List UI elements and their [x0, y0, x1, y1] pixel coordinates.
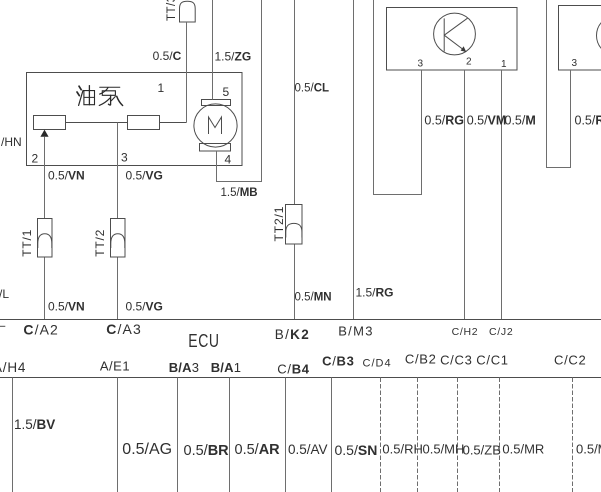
svg-text:3: 3	[121, 151, 128, 165]
svg-text:0.5/M: 0.5/M	[505, 114, 536, 128]
svg-text:0.5/VG: 0.5/VG	[126, 299, 163, 313]
svg-text:0.5/AV: 0.5/AV	[288, 442, 328, 457]
svg-text:1.5/MB: 1.5/MB	[221, 187, 258, 199]
svg-text:/L: /L	[0, 287, 9, 301]
svg-text:0.5/MR: 0.5/MR	[502, 442, 544, 457]
svg-text:5: 5	[223, 85, 230, 99]
svg-text:0.5/C: 0.5/C	[153, 49, 182, 63]
svg-text:TT/3: TT/3	[166, 0, 178, 21]
svg-text:C/B4: C/B4	[277, 362, 309, 377]
svg-text:0.5/AG: 0.5/AG	[122, 441, 172, 458]
svg-text:C/C1: C/C1	[476, 353, 508, 368]
svg-text:TT/1: TT/1	[20, 229, 34, 257]
svg-text:0.5/VM: 0.5/VM	[467, 114, 507, 128]
svg-text:0.5/ZB: 0.5/ZB	[463, 443, 501, 458]
svg-text:B/K2: B/K2	[275, 327, 310, 342]
svg-text:C/A2: C/A2	[23, 321, 59, 337]
svg-text:C/J2: C/J2	[489, 326, 513, 338]
svg-text:1.5/ZG: 1.5/ZG	[215, 50, 252, 64]
svg-text:C/B2: C/B2	[405, 352, 437, 367]
svg-text:0.5/CL: 0.5/CL	[295, 83, 330, 95]
svg-text:0.5/MH: 0.5/MH	[423, 442, 465, 457]
svg-text:A/H4: A/H4	[0, 360, 26, 375]
svg-text:0.5/VG: 0.5/VG	[126, 169, 163, 183]
svg-text:0.5/M: 0.5/M	[576, 442, 601, 457]
svg-text:C/A3: C/A3	[106, 321, 142, 337]
svg-text:2: 2	[32, 152, 39, 166]
svg-text:0.5/MN: 0.5/MN	[295, 291, 332, 303]
svg-text:B/A1: B/A1	[211, 360, 241, 375]
svg-text:C/D4: C/D4	[363, 358, 392, 370]
svg-text:ECU: ECU	[188, 331, 219, 351]
svg-text:0.5/VN: 0.5/VN	[48, 169, 85, 183]
svg-text:0.5/BR: 0.5/BR	[184, 443, 230, 459]
svg-text:/HN: /HN	[1, 135, 22, 149]
svg-text:0.5/VN: 0.5/VN	[48, 299, 85, 313]
svg-text:TT/2: TT/2	[93, 229, 107, 257]
svg-text:B/M3: B/M3	[338, 323, 374, 338]
svg-text:1.5/RG: 1.5/RG	[356, 286, 394, 300]
svg-text:C/H2: C/H2	[452, 326, 479, 338]
svg-text:B/A3: B/A3	[169, 360, 199, 375]
svg-text:A/E1: A/E1	[100, 359, 130, 374]
svg-text:1.5/BV: 1.5/BV	[14, 417, 55, 432]
svg-text:0.5/RG: 0.5/RG	[575, 114, 601, 128]
svg-text:3: 3	[572, 58, 578, 69]
svg-text:1: 1	[501, 59, 507, 70]
svg-text:0.5/RH: 0.5/RH	[382, 442, 422, 457]
svg-text:0.5/SN: 0.5/SN	[335, 442, 378, 458]
svg-text:1: 1	[158, 81, 165, 95]
svg-text:C/C3: C/C3	[440, 353, 472, 368]
svg-text:0.5/RG: 0.5/RG	[424, 114, 464, 128]
svg-text:2: 2	[466, 57, 472, 68]
svg-text:3: 3	[418, 59, 424, 70]
svg-text:C/C2: C/C2	[554, 353, 586, 368]
svg-text:4: 4	[225, 153, 232, 167]
svg-text:C/B3: C/B3	[322, 354, 354, 369]
svg-text:TT2/1: TT2/1	[272, 206, 286, 242]
svg-text:0.5/AR: 0.5/AR	[235, 442, 281, 458]
